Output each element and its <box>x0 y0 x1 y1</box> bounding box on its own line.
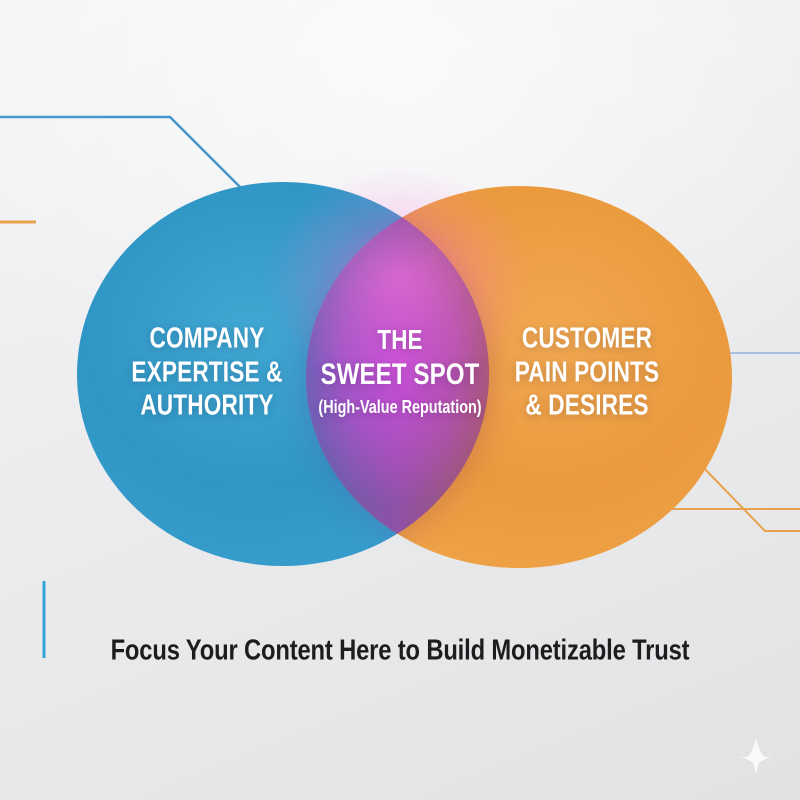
overlap-halo <box>264 166 534 390</box>
decor-line-top-left-blue <box>0 115 241 188</box>
label-line: CUSTOMER <box>521 322 653 355</box>
label-line: COMPANY <box>149 322 265 355</box>
label-line: THE <box>377 323 423 355</box>
label-line: PAIN POINTS <box>514 356 660 389</box>
right-circle-label: CUSTOMER PAIN POINTS & DESIRES <box>515 323 660 424</box>
label-line: & DESIRES <box>525 389 649 422</box>
overlap-label: THE SWEET SPOT (High-Value Reputation) <box>318 324 481 418</box>
label-line: EXPERTISE & <box>131 356 283 389</box>
left-circle-label: COMPANY EXPERTISE & AUTHORITY <box>131 323 282 424</box>
decor-line-right-orange-diagonal <box>699 463 800 532</box>
label-line: AUTHORITY <box>140 389 274 422</box>
label-line: (High-Value Reputation) <box>318 397 482 418</box>
label-line: SWEET SPOT <box>320 358 480 392</box>
caption: Focus Your Content Here to Build Monetiz… <box>110 634 690 667</box>
sparkle-icon <box>738 738 774 774</box>
